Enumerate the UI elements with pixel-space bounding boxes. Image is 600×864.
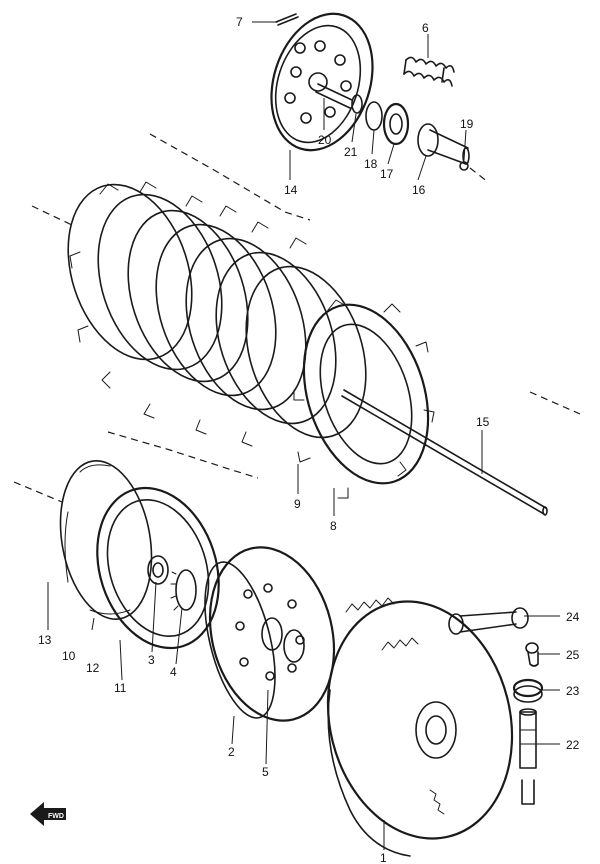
callout-5: 5 <box>262 765 269 779</box>
gear-4 <box>170 569 197 611</box>
release-arm-24 <box>448 607 529 635</box>
plate-11 <box>96 486 220 650</box>
callout-labels: 7 6 20 21 18 17 16 19 14 15 9 8 24 25 23… <box>38 15 580 864</box>
callout-25: 25 <box>566 648 580 662</box>
pushrod-15 <box>341 389 548 516</box>
pressure-plate <box>270 12 374 152</box>
callout-18: 18 <box>364 157 378 171</box>
clutch-housing-13 <box>59 460 153 620</box>
callout-13: 13 <box>38 633 52 647</box>
callout-16: 16 <box>412 183 426 197</box>
callout-2: 2 <box>228 745 235 759</box>
callout-1: 1 <box>380 851 387 864</box>
pin-7 <box>275 13 299 26</box>
leader-lines <box>47 21 560 850</box>
bolt-25 <box>525 642 539 667</box>
callout-14: 14 <box>284 183 298 197</box>
bolt-20 <box>315 83 363 114</box>
shaft-22 <box>519 708 537 805</box>
seal-23 <box>512 678 544 703</box>
plate-8 <box>293 299 435 499</box>
callout-22: 22 <box>566 738 580 752</box>
callout-3: 3 <box>148 653 155 667</box>
bearing-17 <box>382 102 410 146</box>
ball-19 <box>459 161 469 171</box>
primary-gear-1 <box>326 597 514 857</box>
callout-10: 10 <box>62 649 76 663</box>
callout-23: 23 <box>566 684 580 698</box>
callout-9: 9 <box>294 497 301 511</box>
callout-17: 17 <box>380 167 394 181</box>
washer-5 <box>283 629 305 663</box>
lifter-16 <box>417 123 470 165</box>
forward-arrow-icon: FWD <box>30 802 66 826</box>
callout-20: 20 <box>318 133 332 147</box>
clutch-hub-2 <box>204 546 336 722</box>
callout-19: 19 <box>460 117 474 131</box>
clutch-spring <box>403 56 455 87</box>
callout-6: 6 <box>422 21 429 35</box>
callout-15: 15 <box>476 415 490 429</box>
callout-7: 7 <box>236 15 243 29</box>
dashed-guide-upper <box>31 133 581 415</box>
clutch-plates-stack <box>67 181 367 447</box>
callout-12: 12 <box>86 661 100 675</box>
callout-21: 21 <box>344 145 358 159</box>
callout-11: 11 <box>114 681 127 695</box>
callout-8: 8 <box>330 519 337 533</box>
dashed-guide-lower <box>13 431 259 503</box>
callout-24: 24 <box>566 610 580 624</box>
washer-18 <box>365 101 383 131</box>
spacer-3 <box>147 555 169 585</box>
forward-label: FWD <box>48 813 64 820</box>
callout-4: 4 <box>170 665 177 679</box>
